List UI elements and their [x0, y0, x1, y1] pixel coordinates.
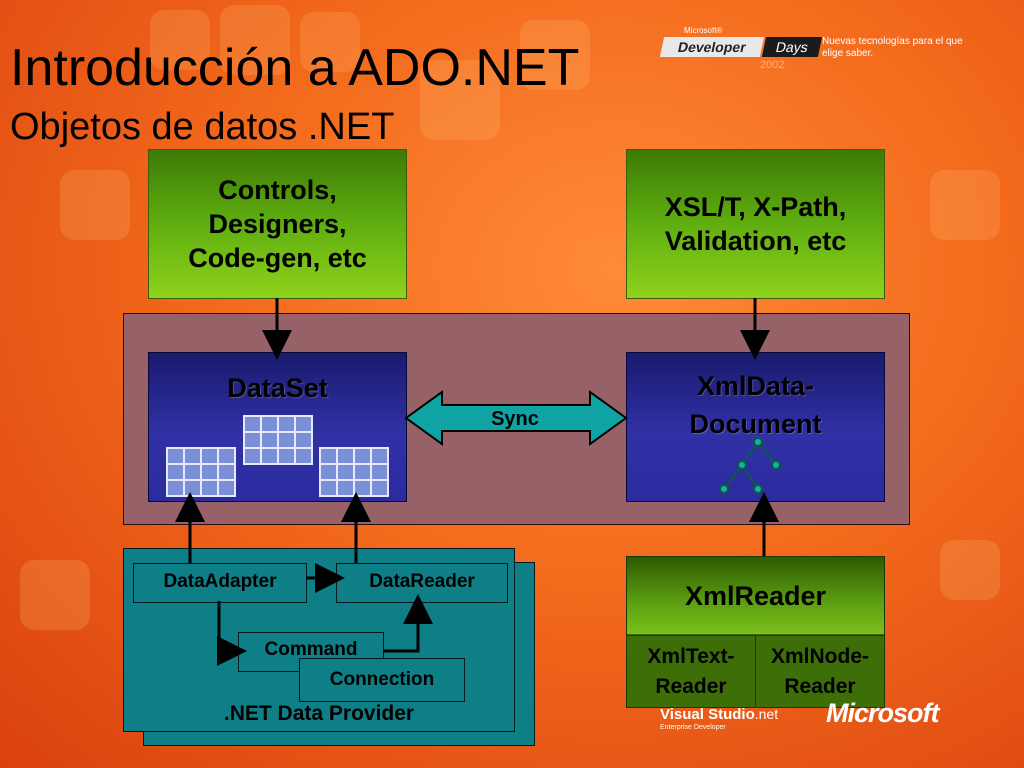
- visual-studio-sub-label: Enterprise Developer: [660, 724, 726, 731]
- background-decoration: [940, 540, 1000, 600]
- arrow-command-to-datareader: [383, 594, 433, 653]
- xmldatadocument-box: XmlData- Document: [626, 352, 885, 502]
- table-icon: [166, 447, 236, 497]
- dataset-label: DataSet: [227, 373, 328, 403]
- year-label: 2002: [760, 59, 785, 71]
- slide-subtitle: Objetos de datos .NET: [10, 106, 395, 148]
- slide-title: Introducción a ADO.NET: [10, 39, 580, 97]
- background-decoration: [150, 10, 210, 70]
- dataadapter-box: DataAdapter: [133, 563, 307, 603]
- visual-studio-label: Visual Studio: [660, 706, 755, 723]
- xmlreader-title: XmlReader: [684, 581, 827, 611]
- xmlnodereader-cell: XmlNode- Reader: [756, 635, 884, 708]
- background-decoration: [60, 170, 130, 240]
- background-decoration: [220, 5, 290, 75]
- background-decoration: [300, 12, 360, 72]
- sync-arrow: [404, 390, 628, 446]
- controls-box-label: Controls, Designers, Code-gen, etc: [188, 175, 367, 273]
- developer-days-logo: Microsoft® Developer Days 2002 Nuevas te…: [659, 26, 980, 82]
- microsoft-small-label: Microsoft®: [684, 26, 723, 35]
- table-icon: [243, 415, 313, 465]
- sync-label: Sync: [491, 408, 539, 430]
- arrow-dataadapter-to-command: [217, 601, 247, 666]
- xmltextreader-cell: XmlText- Reader: [627, 635, 756, 708]
- xsl-box: XSL/T, X-Path, Validation, etc: [626, 149, 885, 299]
- xmlreader-header: [627, 557, 884, 634]
- connection-box: Connection: [299, 658, 465, 702]
- data-provider-label: .NET Data Provider: [223, 702, 415, 725]
- xsl-box-label: XSL/T, X-Path, Validation, etc: [664, 192, 847, 256]
- xmlreader-box: XmlReader XmlText- Reader XmlNode- Reade…: [626, 556, 885, 708]
- controls-box: Controls, Designers, Code-gen, etc: [148, 149, 407, 299]
- background-decoration: [20, 560, 90, 630]
- microsoft-logo: Microsoft: [826, 698, 939, 728]
- visual-studio-logo: Visual Studio.net Enterprise Developer: [660, 706, 778, 731]
- background-decoration: [930, 170, 1000, 240]
- xml-tree-icon: [719, 437, 781, 494]
- tagline: Nuevas tecnologías para el que elige sab…: [822, 36, 963, 59]
- background-decoration: [520, 20, 590, 90]
- background-decoration: [420, 60, 500, 140]
- xmldatadocument-label: XmlData- Document: [689, 371, 822, 439]
- visual-studio-net-label: .net: [754, 706, 779, 722]
- datareader-box: DataReader: [336, 563, 508, 603]
